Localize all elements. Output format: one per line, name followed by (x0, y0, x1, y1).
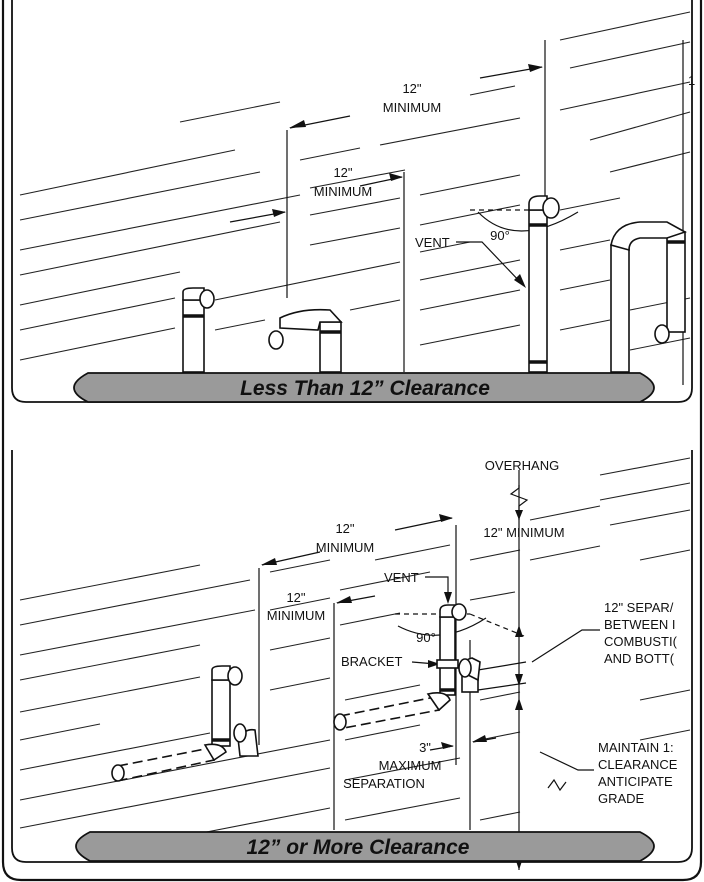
top-vent-label: VENT (415, 235, 450, 250)
max-sep-word1: MAXIMUM (379, 758, 442, 773)
bottom-vent-label: VENT (384, 570, 419, 585)
separation-note-line3: COMBUSTI( (604, 634, 678, 649)
overhang-arrowhead (515, 510, 523, 520)
bottom-vent-leader (425, 576, 449, 600)
top-dim-upper-unit: MINIMUM (383, 100, 442, 115)
top-panel: 12" MINIMUM 12" MINIMUM 1 VENT 90° (11, 0, 695, 403)
top-dim-left-unit: MINIMUM (314, 184, 373, 199)
max-sep-word2: SEPARATION (343, 776, 425, 791)
bracket-leader-arrowhead (428, 660, 440, 668)
bottom-banner-title: 12” or More Clearance (247, 836, 470, 859)
bottom-vent-pipe-1 (211, 665, 243, 747)
top-intake-pipe-2 (610, 221, 687, 373)
grade-note-line2: CLEARANCE (598, 757, 678, 772)
bottom-panel: OVERHANG 12" MINIMUM 12" MINI (11, 450, 693, 870)
bottom-intake-pipe-1 (233, 723, 259, 757)
bottom-dim-upper-arrows (261, 514, 453, 566)
top-edge-cut-text: 1 (688, 73, 695, 88)
bottom-dim-upper-value: 12" (335, 521, 354, 536)
top-vent-leader-arrowhead (514, 274, 526, 288)
separation-note-line1: 12" SEPAR/ (604, 600, 674, 615)
bottom-wall-hatch (19, 457, 691, 846)
overhang-label: OVERHANG (485, 458, 559, 473)
top-intake-pipe-1 (268, 308, 343, 373)
top-banner: Less Than 12” Clearance (73, 372, 655, 403)
bottom-intake-pipe-2 (458, 657, 481, 693)
grade-note-line1: MAINTAIN 1: (598, 740, 674, 755)
bottom-max-sep-arrows (429, 735, 497, 751)
grade-note-line3: ANTICIPATE (598, 774, 673, 789)
top-dim-upper-value: 12" (402, 81, 421, 96)
top-dim-upper-arrows (289, 64, 543, 129)
top-vent-pipe-2 (528, 195, 560, 373)
top-angle-label: 90° (490, 228, 510, 243)
overhang-break-line (509, 470, 529, 520)
separation-note-line4: AND BOTT( (604, 651, 675, 666)
grade-mark (547, 778, 567, 792)
top-angle-arc (477, 211, 579, 232)
bottom-dim-left-arrows (336, 595, 376, 604)
bottom-panel-border (11, 450, 693, 863)
top-dim-left-value: 12" (333, 165, 352, 180)
bottom-horizontal-pipe-1 (111, 743, 227, 782)
bottom-vent-leader-arrowhead (444, 592, 452, 604)
top-vent-leader (456, 241, 524, 286)
top-banner-title: Less Than 12” Clearance (240, 377, 490, 400)
max-sep-value: 3" (419, 740, 431, 755)
top-wall-hatch (19, 11, 691, 361)
bottom-dim-right-label: 12" MINIMUM (483, 525, 564, 540)
grade-note-leader (539, 751, 594, 771)
bottom-dim-upper-unit: MINIMUM (316, 540, 375, 555)
bottom-angle-ref-line-2 (469, 613, 525, 637)
separation-note-line2: BETWEEN I (604, 617, 676, 632)
bottom-dim-left-unit: MINIMUM (267, 608, 326, 623)
bottom-vent-pipe-2 (436, 603, 467, 696)
bottom-horizontal-pipe-2 (333, 692, 451, 731)
bottom-dim-left-value: 12" (286, 590, 305, 605)
top-dim-left-arrows (229, 173, 403, 223)
separation-note-leader (531, 629, 600, 663)
top-vent-pipe-1 (182, 287, 215, 373)
bottom-angle-label: 90° (416, 630, 436, 645)
grade-note-line4: GRADE (598, 791, 645, 806)
bottom-banner: 12” or More Clearance (75, 831, 655, 862)
bracket-label: BRACKET (341, 654, 402, 669)
